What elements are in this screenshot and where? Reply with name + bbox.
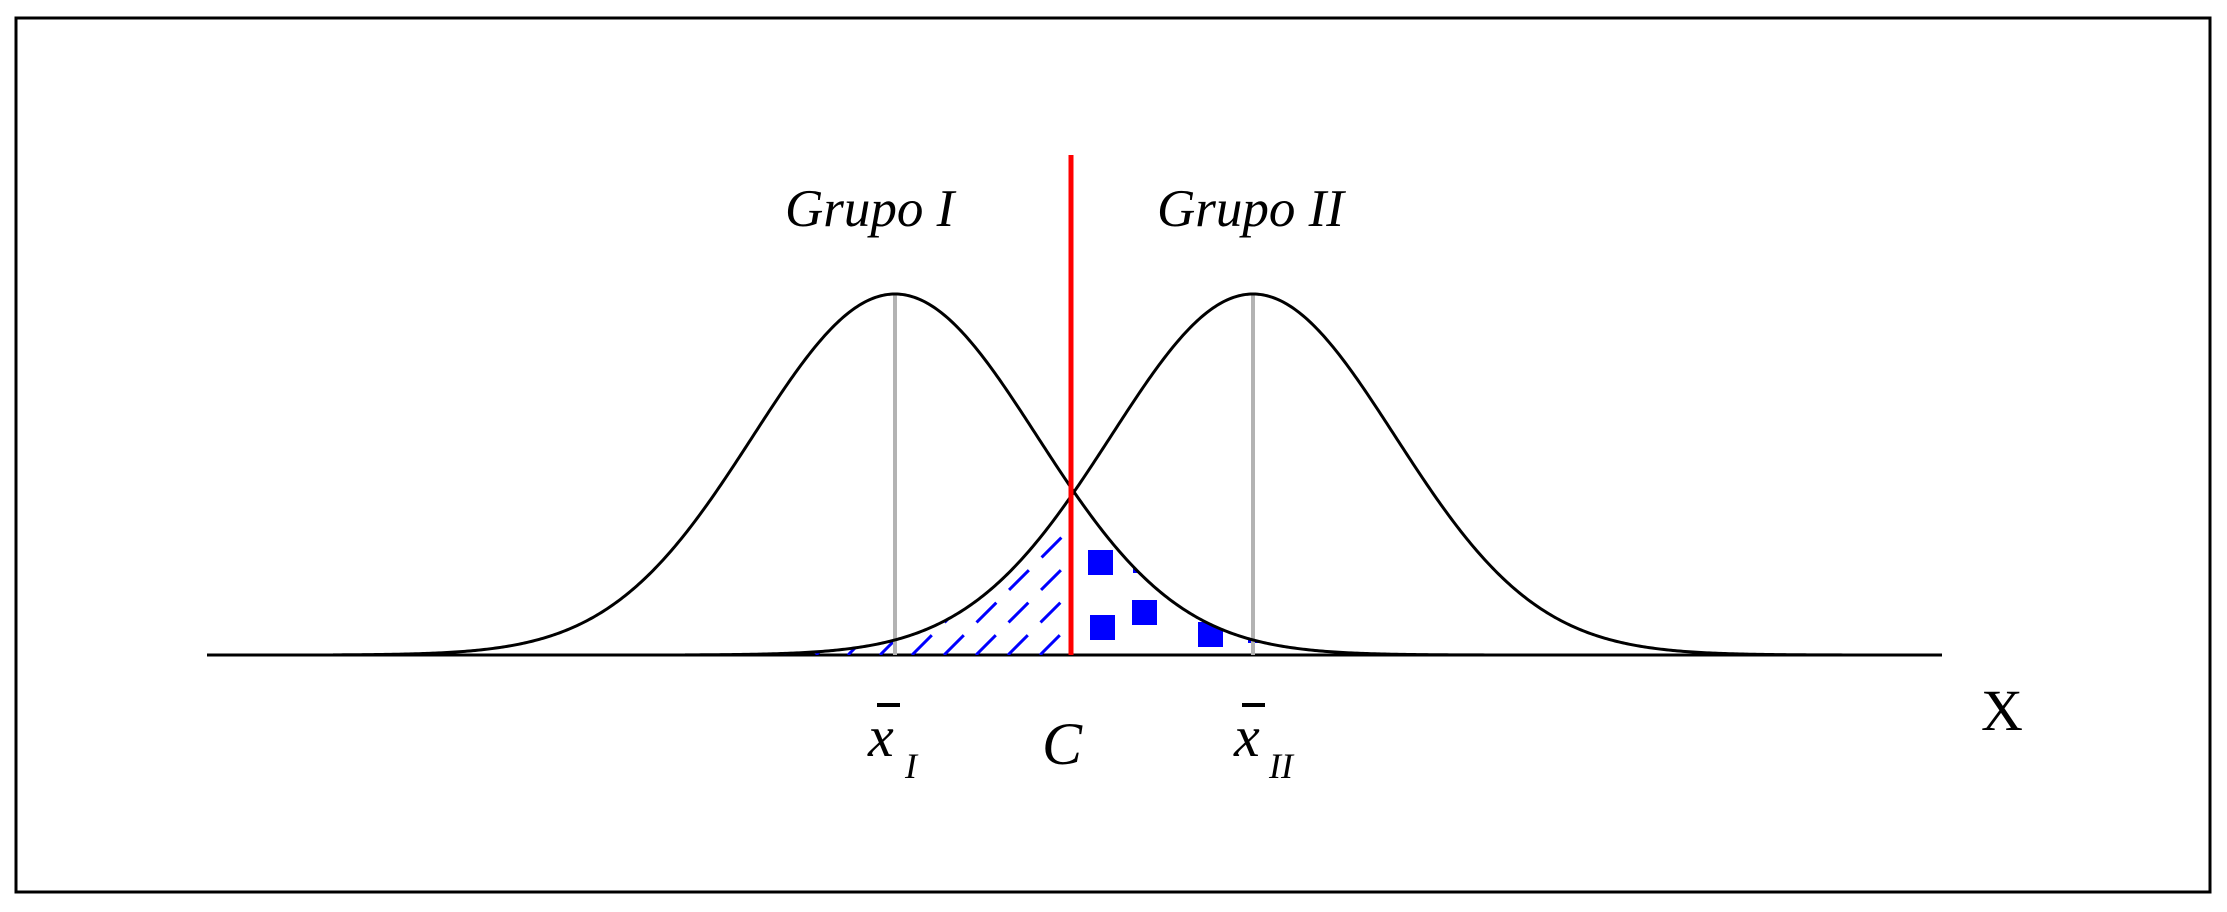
hatch-stroke xyxy=(685,496,730,655)
hatch-stroke xyxy=(878,496,1071,655)
square-marker xyxy=(1161,487,1186,508)
hatch-stroke xyxy=(686,496,1050,655)
hatch-stroke xyxy=(48,295,408,655)
marker-region xyxy=(1088,487,1387,647)
group-1-label: Grupo I xyxy=(785,180,957,238)
square-marker xyxy=(1132,489,1157,514)
hatch-stroke xyxy=(782,496,1071,655)
hatch-stroke xyxy=(1232,295,1592,655)
square-marker xyxy=(1088,550,1113,575)
hatch-stroke xyxy=(208,295,568,655)
hatch-stroke xyxy=(144,295,504,655)
hatch-stroke xyxy=(272,295,632,655)
hatch-stroke xyxy=(1392,295,1752,655)
hatch-stroke xyxy=(685,496,698,655)
hatch-stroke xyxy=(1264,295,1624,655)
hatch-stroke xyxy=(942,496,1071,655)
square-marker xyxy=(1209,581,1234,606)
hatch-stroke xyxy=(685,496,794,655)
hatch-stroke xyxy=(750,496,1071,655)
hatch-stroke xyxy=(0,295,280,655)
hatch-stroke xyxy=(240,295,600,655)
hatch-stroke xyxy=(1104,295,1464,655)
hatch-stroke xyxy=(1136,295,1496,655)
mean-subscript-group-1: I xyxy=(904,746,919,786)
mean-symbol-group-2: x xyxy=(1233,704,1260,769)
square-marker xyxy=(1132,600,1157,625)
square-marker xyxy=(1092,489,1117,514)
hatch-stroke xyxy=(80,295,440,655)
hatch-stroke xyxy=(685,496,762,655)
hatch-stroke xyxy=(910,496,1071,655)
mean-label-group-2: x II xyxy=(1233,703,1295,786)
hatch-stroke xyxy=(112,295,472,655)
hatch-stroke xyxy=(1328,295,1688,655)
cutoff-label: C xyxy=(1042,711,1083,777)
hatch-stroke xyxy=(16,295,376,655)
hatch-stroke xyxy=(685,496,826,655)
hatch-stroke xyxy=(814,496,1071,655)
group-2-label: Grupo II xyxy=(1157,180,1346,238)
hatch-stroke xyxy=(1424,295,1784,655)
square-marker xyxy=(1190,532,1215,557)
mean-symbol-group-1: x xyxy=(867,704,894,769)
hatch-stroke xyxy=(1168,295,1528,655)
mean-label-group-1: x I xyxy=(867,703,919,786)
diagram-frame xyxy=(14,16,2212,894)
hatched-region xyxy=(0,295,1784,655)
square-marker xyxy=(1090,615,1115,640)
hatch-stroke xyxy=(685,496,986,655)
hatch-stroke xyxy=(304,295,664,655)
square-marker xyxy=(1227,552,1252,577)
hatch-stroke xyxy=(1038,496,1071,655)
hatch-stroke xyxy=(718,496,1071,655)
hatch-stroke xyxy=(685,496,1018,655)
mean-subscript-group-2: II xyxy=(1268,746,1295,786)
hatch-stroke xyxy=(685,496,858,655)
hatch-stroke xyxy=(685,496,890,655)
distribution-curve-group-2 xyxy=(684,292,1869,657)
hatch-stroke xyxy=(685,496,954,655)
hatch-stroke xyxy=(1296,295,1656,655)
hatch-stroke xyxy=(1360,295,1720,655)
hatch-stroke xyxy=(176,295,536,655)
hatch-stroke xyxy=(0,295,312,655)
hatch-stroke xyxy=(0,295,344,655)
square-marker xyxy=(1302,615,1327,640)
square-marker xyxy=(1362,620,1387,645)
x-axis-label: X xyxy=(1981,678,2023,743)
hatch-stroke xyxy=(685,496,922,655)
distribution-curve-group-1 xyxy=(332,292,1515,657)
